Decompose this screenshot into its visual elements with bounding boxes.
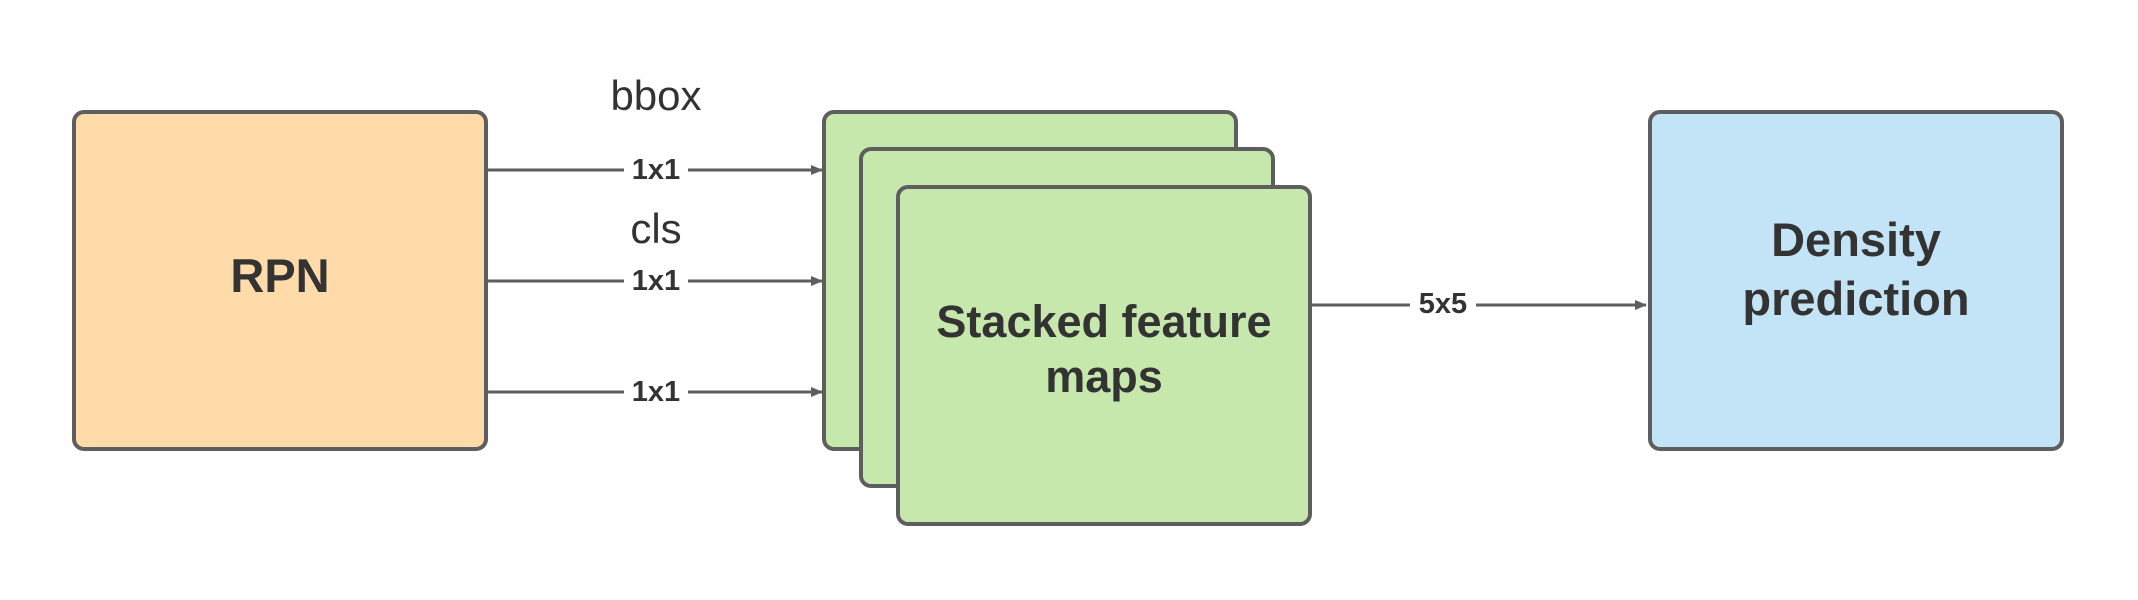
edge-bottom: 1x1 [486, 373, 823, 409]
edge-middle-label-bg [624, 262, 688, 298]
edge-top-caption: bbox [610, 72, 701, 119]
feature-maps-node: Stacked feature maps [822, 110, 1312, 526]
feature-maps-label-line1: Stacked feature [936, 296, 1271, 347]
edge-top-label-bg [624, 151, 688, 187]
rpn-label: RPN [230, 249, 329, 302]
edge-middle-label: 1x1 [632, 265, 680, 297]
rpn-node: RPN [72, 110, 488, 451]
density-node: Density prediction [1648, 110, 2064, 451]
edge-middle: 1x1 cls [486, 205, 823, 298]
density-label-line2: prediction [1742, 272, 1969, 325]
edge-top-label: 1x1 [632, 154, 680, 186]
edge-middle-caption: cls [630, 205, 681, 252]
edge-output-label-bg [1410, 286, 1476, 322]
edge-top: 1x1 bbox [486, 72, 823, 187]
feature-map-front [896, 185, 1312, 526]
density-label-line1: Density [1771, 213, 1941, 266]
feature-maps-label-line2: maps [1045, 351, 1163, 402]
edge-output: 5x5 [1310, 286, 1647, 322]
edge-bottom-label-bg [624, 373, 688, 409]
edge-output-label: 5x5 [1419, 288, 1467, 320]
edge-bottom-label: 1x1 [632, 376, 680, 408]
density-box [1648, 110, 2064, 451]
